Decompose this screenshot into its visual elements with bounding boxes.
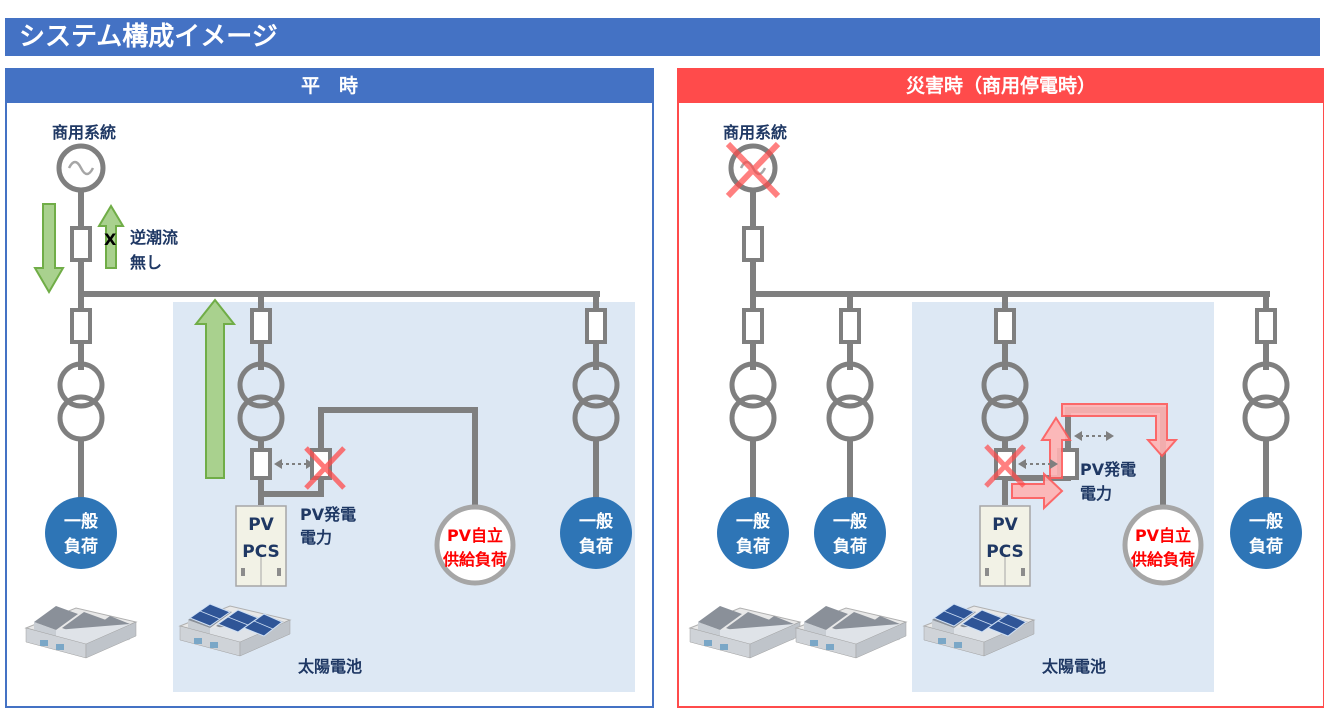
reverse-flow-label-1: 逆潮流 xyxy=(130,228,178,247)
general-load-2 xyxy=(560,497,632,569)
pv-self-load-disaster xyxy=(1122,504,1204,586)
general-load-2-label-2: 負荷 xyxy=(579,536,613,557)
general-load-5-label-1: 一般 xyxy=(1249,511,1283,532)
factory-building-icon xyxy=(689,605,801,659)
pv-flow-arrow-normal xyxy=(193,298,237,479)
breaker-icon xyxy=(742,226,1277,480)
transformer-icon xyxy=(57,361,620,442)
pv-self-load-label-1: PV自立 xyxy=(447,526,503,545)
transformer-icon xyxy=(729,361,1290,442)
grid-label-normal: 商用系統 xyxy=(52,123,116,142)
factory-building-icon xyxy=(795,605,907,659)
general-load-4-label-1: 一般 xyxy=(833,511,867,532)
pv-power-label-2-disaster: 電力 xyxy=(1080,484,1112,503)
page-title: システム構成イメージ xyxy=(5,18,1320,56)
pv-self-load-label-2-disaster: 供給負荷 xyxy=(1130,550,1195,569)
general-load-2-label-1: 一般 xyxy=(579,511,613,532)
cross-icon xyxy=(304,446,346,490)
reverse-flow-label-2: 無し xyxy=(130,253,162,272)
general-load-4-label-2: 負荷 xyxy=(833,536,867,557)
pv-self-load xyxy=(434,504,516,586)
general-load-5-label-2: 負荷 xyxy=(1249,536,1283,557)
pv-power-label-1: PV発電 xyxy=(300,505,356,524)
general-load-1 xyxy=(45,497,117,569)
general-load-4 xyxy=(814,497,886,569)
reverse-flow-mark: X xyxy=(104,230,117,249)
pcs-label-2-disaster: PCS xyxy=(986,542,1024,562)
disaster-panel-header: 災害時（商用停電時） xyxy=(679,70,1323,103)
general-load-1-label-1: 一般 xyxy=(64,511,98,532)
pv-power-label-1-disaster: PV発電 xyxy=(1080,460,1136,479)
solar-label-disaster: 太陽電池 xyxy=(1041,657,1106,676)
connection-arrow-icon xyxy=(1018,431,1114,469)
pcs-label-1-disaster: PV xyxy=(992,515,1018,535)
normal-panel-header: 平 時 xyxy=(7,70,652,103)
general-load-1-label-2: 負荷 xyxy=(64,536,98,557)
grid-label-disaster: 商用系統 xyxy=(723,123,787,142)
pv-self-load-label-1-disaster: PV自立 xyxy=(1135,526,1191,545)
connection-arrow-icon xyxy=(274,459,314,469)
pv-self-load-label-2: 供給負荷 xyxy=(442,550,507,569)
ac-source-icon xyxy=(56,143,106,193)
pv-power-label-2: 電力 xyxy=(300,528,332,547)
pv-flow-arrow-disaster xyxy=(1011,403,1179,511)
general-load-3-label-1: 一般 xyxy=(736,511,770,532)
pcs-label-1: PV xyxy=(248,515,274,535)
cross-icon xyxy=(725,141,781,199)
general-load-5 xyxy=(1230,497,1302,569)
pcs-label-2: PCS xyxy=(242,542,280,562)
general-load-3-label-2: 負荷 xyxy=(736,536,770,557)
solar-label-normal: 太陽電池 xyxy=(297,657,362,676)
import-flow-arrow xyxy=(33,203,65,294)
cross-icon xyxy=(984,444,1026,488)
normal-panel: 平 時 xyxy=(5,68,654,708)
reverse-flow-arrow xyxy=(97,204,125,269)
general-load-3 xyxy=(717,497,789,569)
factory-building-icon xyxy=(25,605,137,659)
